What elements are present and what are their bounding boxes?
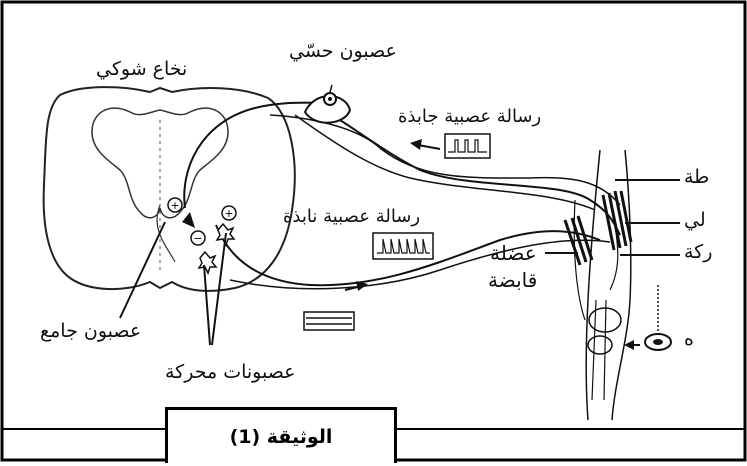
- document-caption: الوثيقة (1): [168, 426, 394, 448]
- plus-sign-2: +: [224, 207, 233, 220]
- spinal-cord-section: [44, 87, 295, 291]
- plus-sign-1: +: [170, 199, 179, 212]
- caption-box: الوثيقة (1): [165, 407, 397, 463]
- right-label-1: طة: [684, 168, 709, 187]
- minus-sign: −: [193, 232, 202, 245]
- inhibitory-signal-box: [373, 233, 433, 259]
- spinal-cord-label: نخاع شوكي: [96, 60, 187, 79]
- legend-box: [304, 312, 354, 330]
- interneuron-label: عصبون جامع: [40, 322, 141, 341]
- flexor-muscle-label-1: عضلة: [490, 243, 537, 263]
- excitatory-message-label: رسالة عصبية جابذة: [398, 108, 541, 126]
- right-label-2: لي: [684, 211, 706, 230]
- sensory-neuron-body: [305, 85, 350, 123]
- inhibitory-message-label: رسالة عصبية نابذة: [283, 208, 420, 226]
- sensory-neuron-label: عصبون حسّي: [289, 42, 397, 61]
- flexor-muscle-label-2: قابضة: [488, 270, 537, 290]
- right-label-3: ركة: [684, 243, 712, 262]
- right-label-4: ه: [684, 330, 694, 349]
- excitatory-arrow: [410, 139, 440, 150]
- excitatory-signal-box: [445, 134, 490, 158]
- motor-neurons-label: عصبونات محركة: [165, 363, 296, 382]
